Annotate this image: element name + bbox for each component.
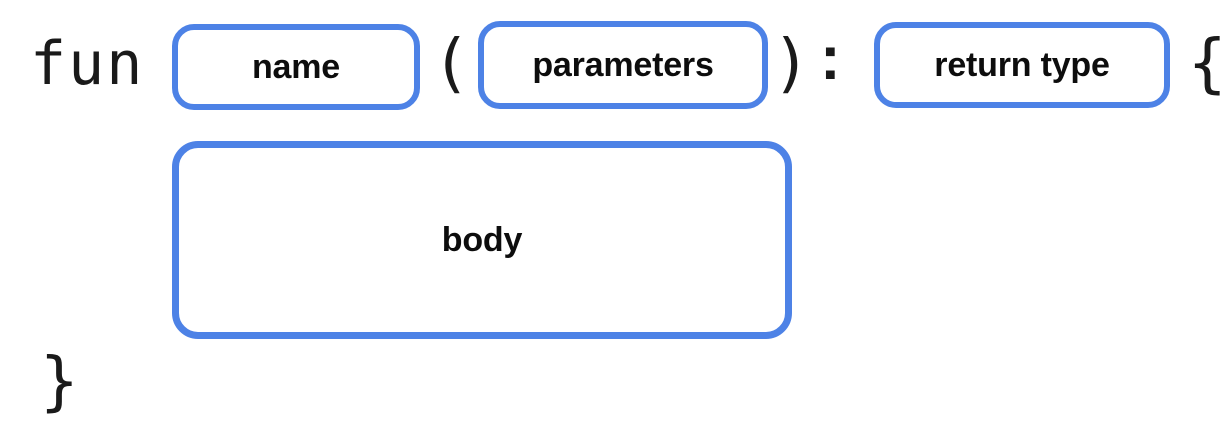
keyword-fun: fun xyxy=(30,29,145,99)
slot-name-label: name xyxy=(251,48,341,86)
slot-body-label: body xyxy=(441,221,523,259)
slot-body[interactable]: body xyxy=(172,141,792,339)
brace-close-token: } xyxy=(40,345,79,419)
paren-close-token: ) xyxy=(772,27,811,101)
slot-return-type-label: return type xyxy=(934,46,1110,84)
colon-token: : xyxy=(820,24,841,93)
slot-return-type[interactable]: return type xyxy=(874,22,1170,108)
slot-parameters[interactable]: parameters xyxy=(478,21,768,109)
slot-name[interactable]: name xyxy=(172,24,420,110)
paren-open-token: ( xyxy=(432,27,471,101)
brace-open-token: { xyxy=(1188,27,1224,101)
slot-parameters-label: parameters xyxy=(532,46,714,84)
